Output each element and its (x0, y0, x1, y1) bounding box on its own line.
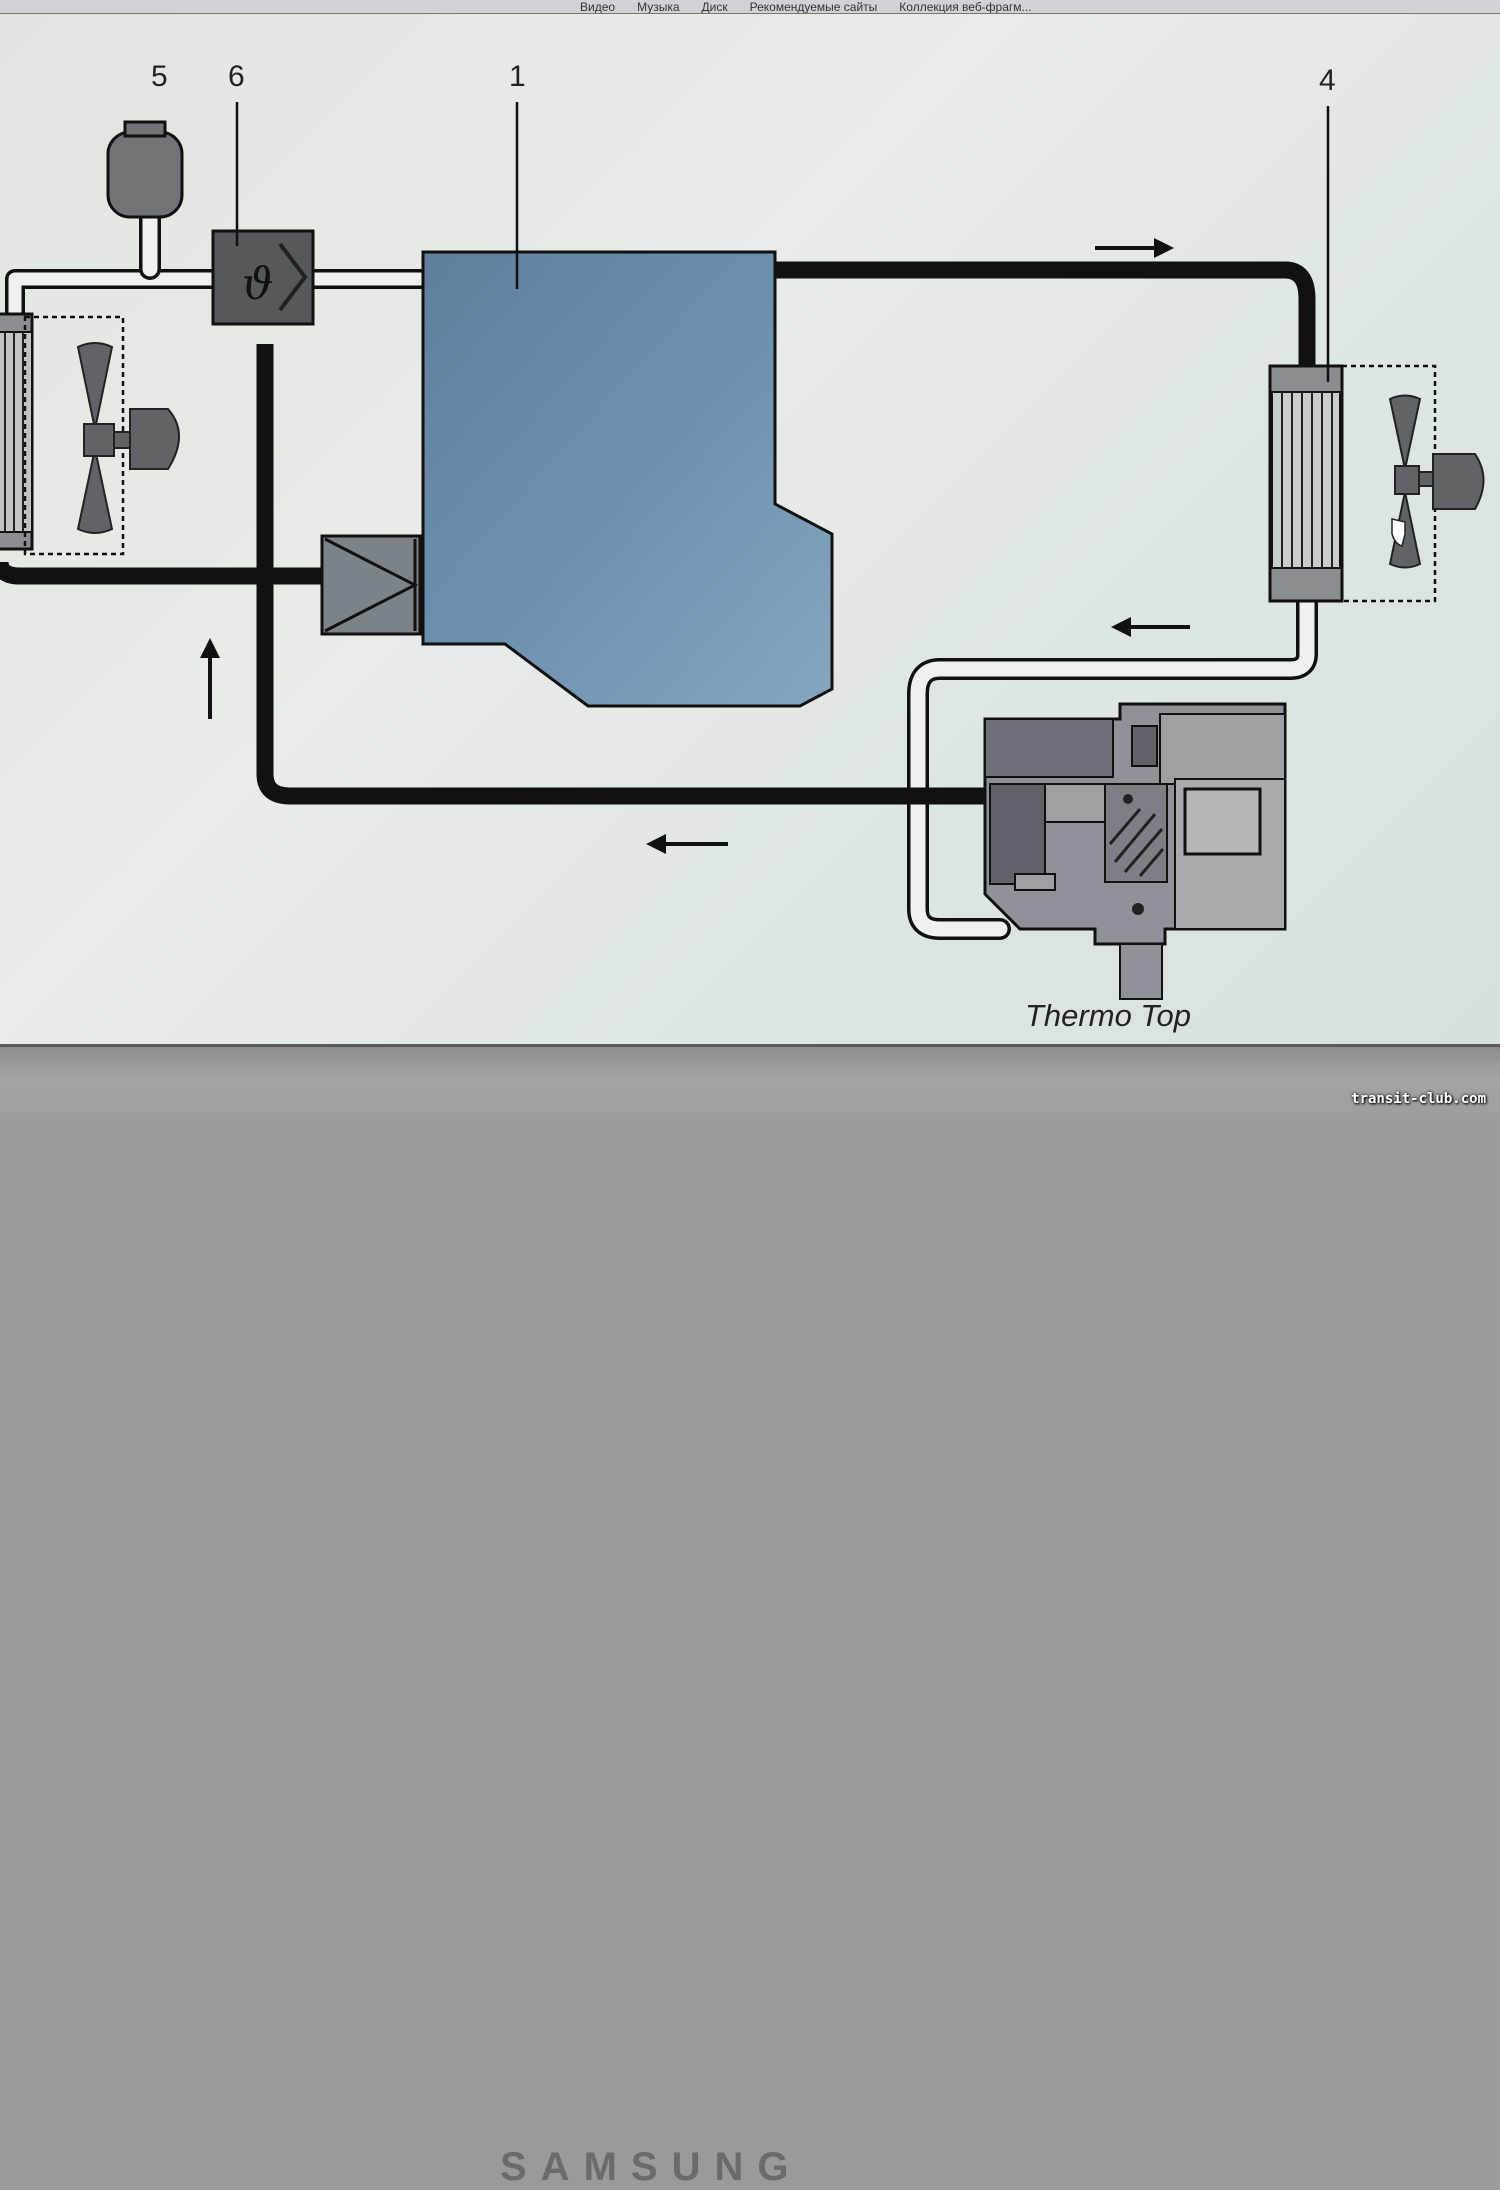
radiator-left (0, 312, 125, 556)
bookmark-music[interactable]: Музыка (637, 0, 680, 14)
monitor-brand: SAMSUNG (500, 2145, 803, 2189)
label-radiator-number: 4 (1319, 64, 1336, 97)
monitor-screen: ϑ (0, 14, 1500, 1044)
label-engine-number: 1 (509, 60, 526, 93)
thermostat: ϑ (211, 229, 315, 326)
label-thermostat-number: 6 (228, 60, 245, 93)
label-tank-number: 5 (151, 60, 168, 93)
site-watermark: transit-club.com (1351, 1091, 1486, 1107)
monitor-bezel: SAMSUNG (0, 1044, 1500, 2189)
heater-label: Thermo Top (1025, 998, 1191, 1033)
thermostat-symbol: ϑ (242, 259, 273, 310)
bookmark-recommended[interactable]: Рекомендуемые сайты (749, 0, 878, 14)
fan-left (76, 342, 180, 534)
hand-cursor-icon (1391, 518, 1406, 547)
bookmark-video[interactable]: Видео (580, 0, 616, 14)
leader-lines (235, 102, 1330, 382)
radiator-right (1268, 364, 1437, 603)
engine-block (421, 250, 834, 708)
coolant-circuit-diagram: ϑ (0, 60, 1485, 1033)
fan-right (1388, 394, 1485, 569)
water-pump (320, 534, 422, 636)
flow-arrows (200, 238, 1190, 854)
bookmark-collection[interactable]: Коллекция веб-фрагм... (899, 0, 1032, 14)
browser-bookmarks-bar: Видео Музыка Диск Рекомендуемые сайты Ко… (0, 0, 1500, 14)
thermo-top-heater (983, 702, 1287, 1000)
thick-pipes (0, 261, 1316, 805)
bookmark-disk[interactable]: Диск (701, 0, 728, 14)
expansion-tank (106, 120, 184, 219)
